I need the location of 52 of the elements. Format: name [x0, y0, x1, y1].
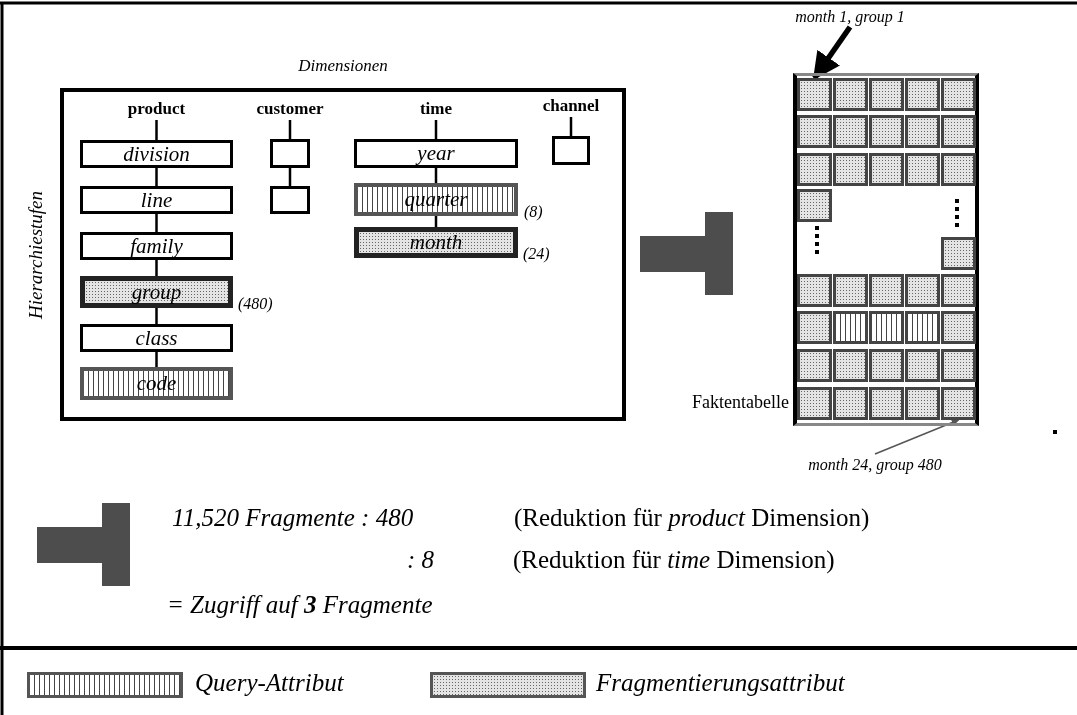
dimension-name: channel	[531, 95, 611, 117]
level-label: year	[417, 141, 455, 166]
dimension-name: product	[80, 98, 233, 120]
hierarchy-level-box	[270, 139, 310, 168]
count-label: (8)	[524, 202, 543, 221]
hierarchy-connector	[155, 168, 158, 186]
hierarchy-level-box	[80, 324, 233, 352]
dimension-name: time	[354, 98, 518, 120]
hierarchy-connector	[155, 120, 158, 140]
formula-text: : 8	[407, 546, 435, 574]
hierarchy-level-box	[552, 136, 590, 165]
level-label: line	[140, 187, 173, 213]
cell-annotation: month 1, group 1	[760, 7, 940, 27]
hierarchy-level-box	[80, 186, 233, 214]
arrow	[812, 25, 853, 81]
panel-heading: Dimensionen	[298, 56, 388, 76]
level-label: division	[123, 141, 190, 167]
note-text: (Reduktion für product Dimension)	[514, 504, 870, 532]
dimension-name: customer	[250, 98, 330, 120]
level-label: group	[131, 279, 182, 305]
fragment-cell	[941, 387, 976, 420]
count-label: (480)	[238, 294, 273, 313]
level-label: family	[130, 233, 183, 259]
hierarchy-connector	[288, 168, 292, 186]
legend-label: Query-Attribut	[195, 669, 344, 697]
hierarchy-connector	[155, 352, 158, 367]
fragment-cell	[797, 78, 832, 111]
level-label: class	[135, 325, 178, 351]
level-label: month	[409, 230, 463, 255]
hierarchy-level-box	[354, 139, 518, 168]
arrow	[874, 419, 960, 455]
legend-label: Fragmentierungsattribut	[596, 669, 845, 697]
hierarchy-level-box	[270, 186, 310, 214]
table-label: Faktentabelle	[692, 392, 789, 413]
cell-annotation: month 24, group 480	[770, 454, 980, 476]
hierarchy-connector	[155, 214, 158, 232]
t-shape-arrow	[37, 503, 130, 586]
hierarchy-connector	[155, 260, 158, 276]
note-text: (Reduktion für time Dimension)	[513, 546, 835, 574]
count-label: (24)	[523, 245, 550, 263]
t-shape-arrow	[640, 212, 733, 295]
hierarchy-connector	[434, 120, 438, 139]
formula-text: 11,520 Fragmente : 480	[172, 504, 414, 532]
hierarchy-connector	[288, 120, 292, 139]
hierarchy-connector	[569, 117, 573, 136]
hierarchy-connector	[434, 216, 438, 227]
hierarchy-connector	[155, 308, 158, 324]
hierarchy-level-box	[80, 140, 233, 168]
axis-label: Hierarchiestufen	[25, 191, 47, 319]
result-text: = Zugriff auf 3 Fragmente	[167, 591, 433, 619]
hierarchy-connector	[434, 168, 438, 183]
hierarchy-level-box	[80, 232, 233, 260]
